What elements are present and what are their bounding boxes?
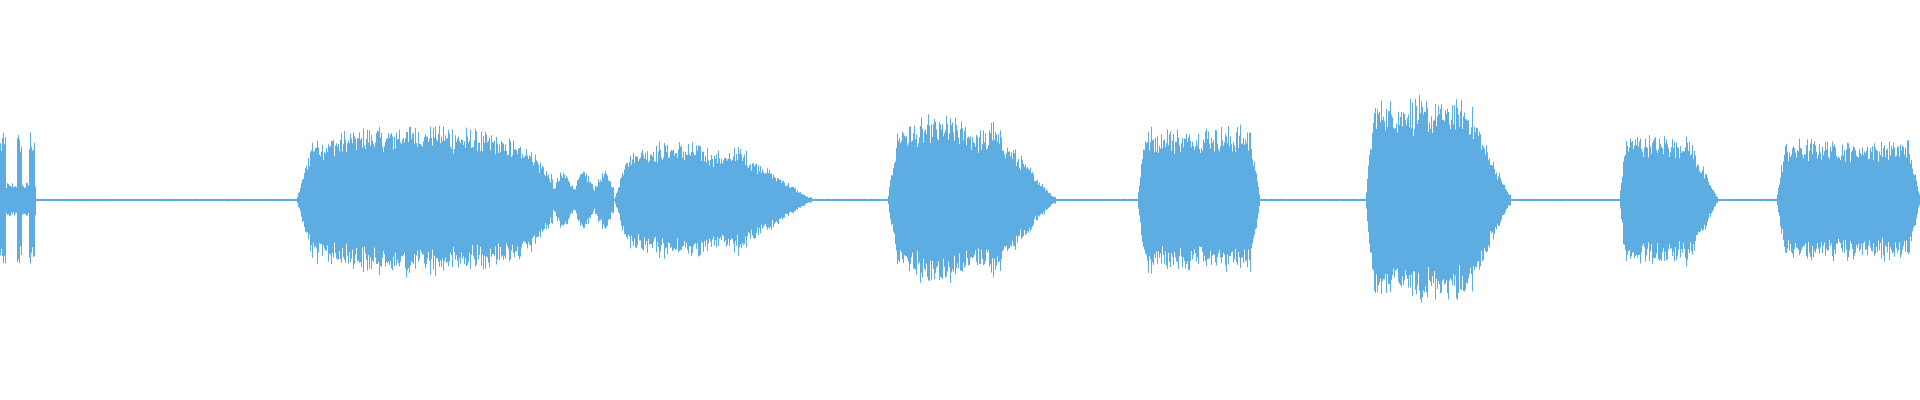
waveform-path (0, 94, 1920, 303)
waveform-trace (0, 94, 1920, 303)
